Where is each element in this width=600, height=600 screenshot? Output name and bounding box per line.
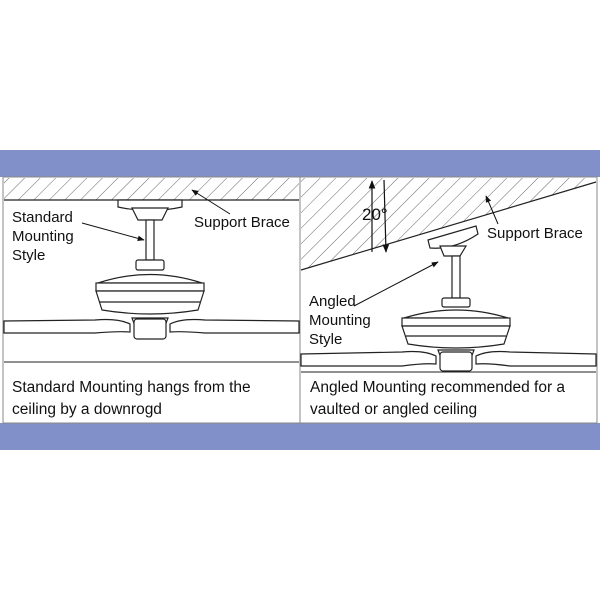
right-style-label-line: Angled — [309, 293, 356, 310]
left-coupler — [135, 259, 165, 271]
right-caption: Angled Mounting recommended for a vaulte… — [310, 377, 565, 421]
left-caption-line: ceiling by a downrogd — [12, 401, 162, 418]
angle-tilted-arrow — [382, 179, 390, 253]
left-style-leader — [81, 222, 145, 242]
left-style-label-line: Standard — [12, 209, 73, 226]
left-blade-left — [3, 318, 131, 334]
right-brace-leader — [485, 195, 499, 225]
left-brace-leader — [191, 189, 231, 215]
left-fan — [3, 199, 300, 340]
right-blade-right — [475, 350, 597, 367]
left-style-label-line: Style — [12, 247, 46, 264]
top-blue-band — [0, 150, 600, 177]
right-canopy — [427, 225, 479, 249]
left-blade-right — [169, 318, 300, 334]
right-fan — [300, 225, 597, 372]
left-canopy-collar — [131, 207, 169, 221]
bottom-blue-band — [0, 423, 600, 450]
left-caption-line: Standard Mounting hangs from the — [12, 379, 251, 396]
right-style-label-line: Mounting — [309, 312, 371, 329]
left-caption: Standard Mounting hangs from the ceiling… — [12, 377, 251, 421]
left-ceiling — [4, 178, 299, 201]
left-downrod — [145, 219, 155, 261]
right-ceiling — [300, 178, 597, 271]
right-caption-line: Angled Mounting recommended for a — [310, 379, 566, 396]
right-blade-left — [300, 350, 437, 367]
right-motor-band — [401, 317, 511, 327]
right-motor-housing — [401, 325, 511, 349]
left-style-label-line: Mounting — [12, 228, 74, 245]
right-style-leader — [353, 261, 439, 307]
right-downrod — [451, 255, 461, 299]
right-support-brace-label: Support Brace — [487, 225, 583, 242]
right-canopy-collar — [439, 245, 468, 257]
right-light-kit — [439, 351, 473, 372]
left-style-label: Standard Mounting Style — [12, 208, 74, 265]
right-caption-line: vaulted or angled ceiling — [310, 401, 478, 418]
right-coupler — [441, 297, 471, 308]
left-motor-band — [95, 282, 205, 292]
left-light-kit — [133, 318, 167, 340]
left-motor-cap — [97, 273, 203, 284]
right-style-label: Angled Mounting Style — [309, 292, 371, 349]
angle-indicator — [368, 179, 390, 253]
left-support-brace-label: Support Brace — [194, 214, 290, 231]
right-style-label-line: Style — [309, 331, 343, 348]
angle-label: 20° — [362, 205, 388, 224]
right-motor-cap — [403, 309, 509, 319]
